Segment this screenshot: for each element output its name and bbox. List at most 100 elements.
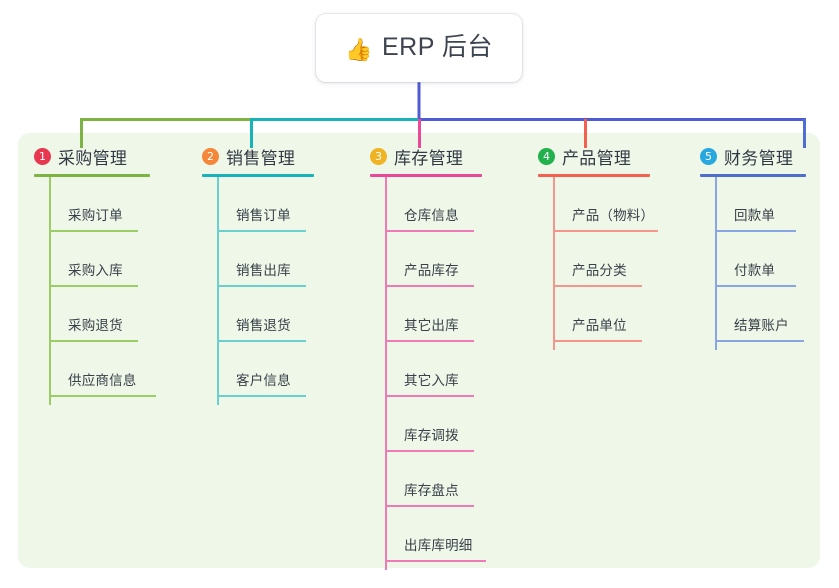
root-node-card[interactable]: 👍 ERP 后台 [316, 14, 522, 82]
branch-column-3: 3 库存管理仓库信息产品库存其它出库其它入库库存调拨库存盘点出库库明细 [370, 144, 486, 570]
leaf-item[interactable]: 其它出库 [386, 287, 482, 342]
branch-title: 库存管理 [394, 148, 464, 168]
leaf-item-label: 采购订单 [68, 208, 123, 223]
leaf-item-label: 产品单位 [572, 318, 627, 333]
branch-number-badge: 1 [34, 147, 51, 165]
leaf-item-rule [218, 340, 306, 342]
leaf-item-label: 库存盘点 [404, 483, 459, 498]
branch-leaf-list: 产品（物料） 产品分类产品单位 [538, 177, 658, 350]
leaf-item[interactable]: 销售退货 [218, 287, 314, 342]
branch-column-4: 4 产品管理产品（物料） 产品分类产品单位 [538, 144, 658, 350]
branch-spine-line [385, 177, 387, 570]
leaf-item-rule [386, 560, 486, 562]
leaf-item[interactable]: 采购入库 [50, 232, 150, 287]
leaf-item-label: 其它入库 [404, 373, 459, 388]
branch-header-rule [700, 174, 806, 177]
leaf-item-rule [218, 395, 306, 397]
leaf-item-label: 库存调拨 [404, 428, 459, 443]
leaf-item[interactable]: 销售出库 [218, 232, 314, 287]
branch-header-2[interactable]: 2 销售管理 [202, 144, 314, 168]
leaf-item[interactable]: 其它入库 [386, 342, 482, 397]
leaf-item[interactable]: 付款单 [716, 232, 806, 287]
thumbs-up-icon: 👍 [345, 37, 373, 62]
branch-number-badge: 2 [202, 147, 219, 165]
leaf-item[interactable]: 库存盘点 [386, 452, 482, 507]
branch-spine-line [553, 177, 555, 350]
leaf-item-rule [716, 285, 796, 287]
leaf-item-rule [554, 230, 658, 232]
leaf-item-rule [50, 340, 138, 342]
leaf-item-label: 采购入库 [68, 263, 123, 278]
leaf-item-label: 回款单 [734, 208, 776, 223]
leaf-item-label: 销售出库 [236, 263, 291, 278]
branch-header-rule [538, 174, 650, 177]
leaf-item-rule [50, 395, 156, 397]
leaf-item-rule [218, 285, 306, 287]
leaf-item-label: 销售订单 [236, 208, 291, 223]
branch-number-badge: 5 [700, 147, 717, 165]
leaf-item[interactable]: 仓库信息 [386, 177, 482, 232]
leaf-item-label: 付款单 [734, 263, 776, 278]
leaf-item-label: 销售退货 [236, 318, 291, 333]
leaf-item-label: 产品分类 [572, 263, 627, 278]
leaf-item[interactable]: 客户信息 [218, 342, 314, 397]
leaf-item[interactable]: 销售订单 [218, 177, 314, 232]
leaf-item-rule [386, 505, 474, 507]
leaf-item[interactable]: 出库库明细 [386, 507, 486, 562]
branch-title: 财务管理 [724, 148, 794, 168]
leaf-item-label: 供应商信息 [68, 373, 137, 388]
branch-header-rule [370, 174, 482, 177]
branch-column-5: 5 财务管理回款单付款单结算账户 [700, 144, 806, 350]
branch-title: 产品管理 [562, 148, 632, 168]
leaf-item-rule [386, 450, 474, 452]
leaf-item-rule [386, 230, 474, 232]
leaf-item[interactable]: 供应商信息 [50, 342, 156, 397]
leaf-item-rule [218, 230, 306, 232]
leaf-item-rule [716, 230, 796, 232]
root-title-text: ERP 后台 [382, 33, 493, 61]
leaf-item-rule [386, 395, 474, 397]
leaf-item[interactable]: 采购退货 [50, 287, 150, 342]
leaf-item-rule [50, 230, 138, 232]
leaf-item-rule [386, 340, 474, 342]
branch-header-rule [34, 174, 150, 177]
leaf-item-label: 采购退货 [68, 318, 123, 333]
leaf-item-label: 产品库存 [404, 263, 459, 278]
leaf-item-label: 出库库明细 [404, 538, 473, 553]
branch-spine-line [715, 177, 717, 350]
leaf-item-label: 其它出库 [404, 318, 459, 333]
leaf-item-rule [554, 340, 642, 342]
leaf-item[interactable]: 产品单位 [554, 287, 650, 342]
leaf-item[interactable]: 产品（物料） [554, 177, 658, 232]
branch-leaf-list: 采购订单采购入库采购退货供应商信息 [34, 177, 156, 405]
leaf-item-label: 结算账户 [734, 318, 789, 333]
root-node-title: 👍 ERP 后台 [345, 35, 493, 61]
leaf-item[interactable]: 结算账户 [716, 287, 806, 342]
leaf-item-label: 客户信息 [236, 373, 291, 388]
branch-spine-line [217, 177, 219, 405]
branch-title: 销售管理 [226, 148, 296, 168]
leaf-item[interactable]: 产品分类 [554, 232, 650, 287]
leaf-item[interactable]: 回款单 [716, 177, 806, 232]
branch-header-rule [202, 174, 314, 177]
leaf-item-rule [50, 285, 138, 287]
leaf-item-rule [386, 285, 474, 287]
leaf-item[interactable]: 产品库存 [386, 232, 482, 287]
leaf-item-label: 仓库信息 [404, 208, 459, 223]
branch-header-3[interactable]: 3 库存管理 [370, 144, 482, 168]
branch-number-badge: 3 [370, 147, 387, 165]
leaf-item[interactable]: 采购订单 [50, 177, 150, 232]
branch-header-4[interactable]: 4 产品管理 [538, 144, 650, 168]
leaf-item-label: 产品（物料） [572, 208, 655, 223]
branch-header-5[interactable]: 5 财务管理 [700, 144, 806, 168]
branch-number-badge: 4 [538, 147, 555, 165]
leaf-item[interactable]: 库存调拨 [386, 397, 482, 452]
leaf-item-rule [554, 285, 642, 287]
diagram-background-panel [18, 133, 820, 568]
branch-leaf-list: 销售订单销售出库销售退货客户信息 [202, 177, 314, 405]
branch-leaf-list: 回款单付款单结算账户 [700, 177, 806, 350]
branch-leaf-list: 仓库信息产品库存其它出库其它入库库存调拨库存盘点出库库明细 [370, 177, 486, 570]
leaf-item-rule [716, 340, 804, 342]
